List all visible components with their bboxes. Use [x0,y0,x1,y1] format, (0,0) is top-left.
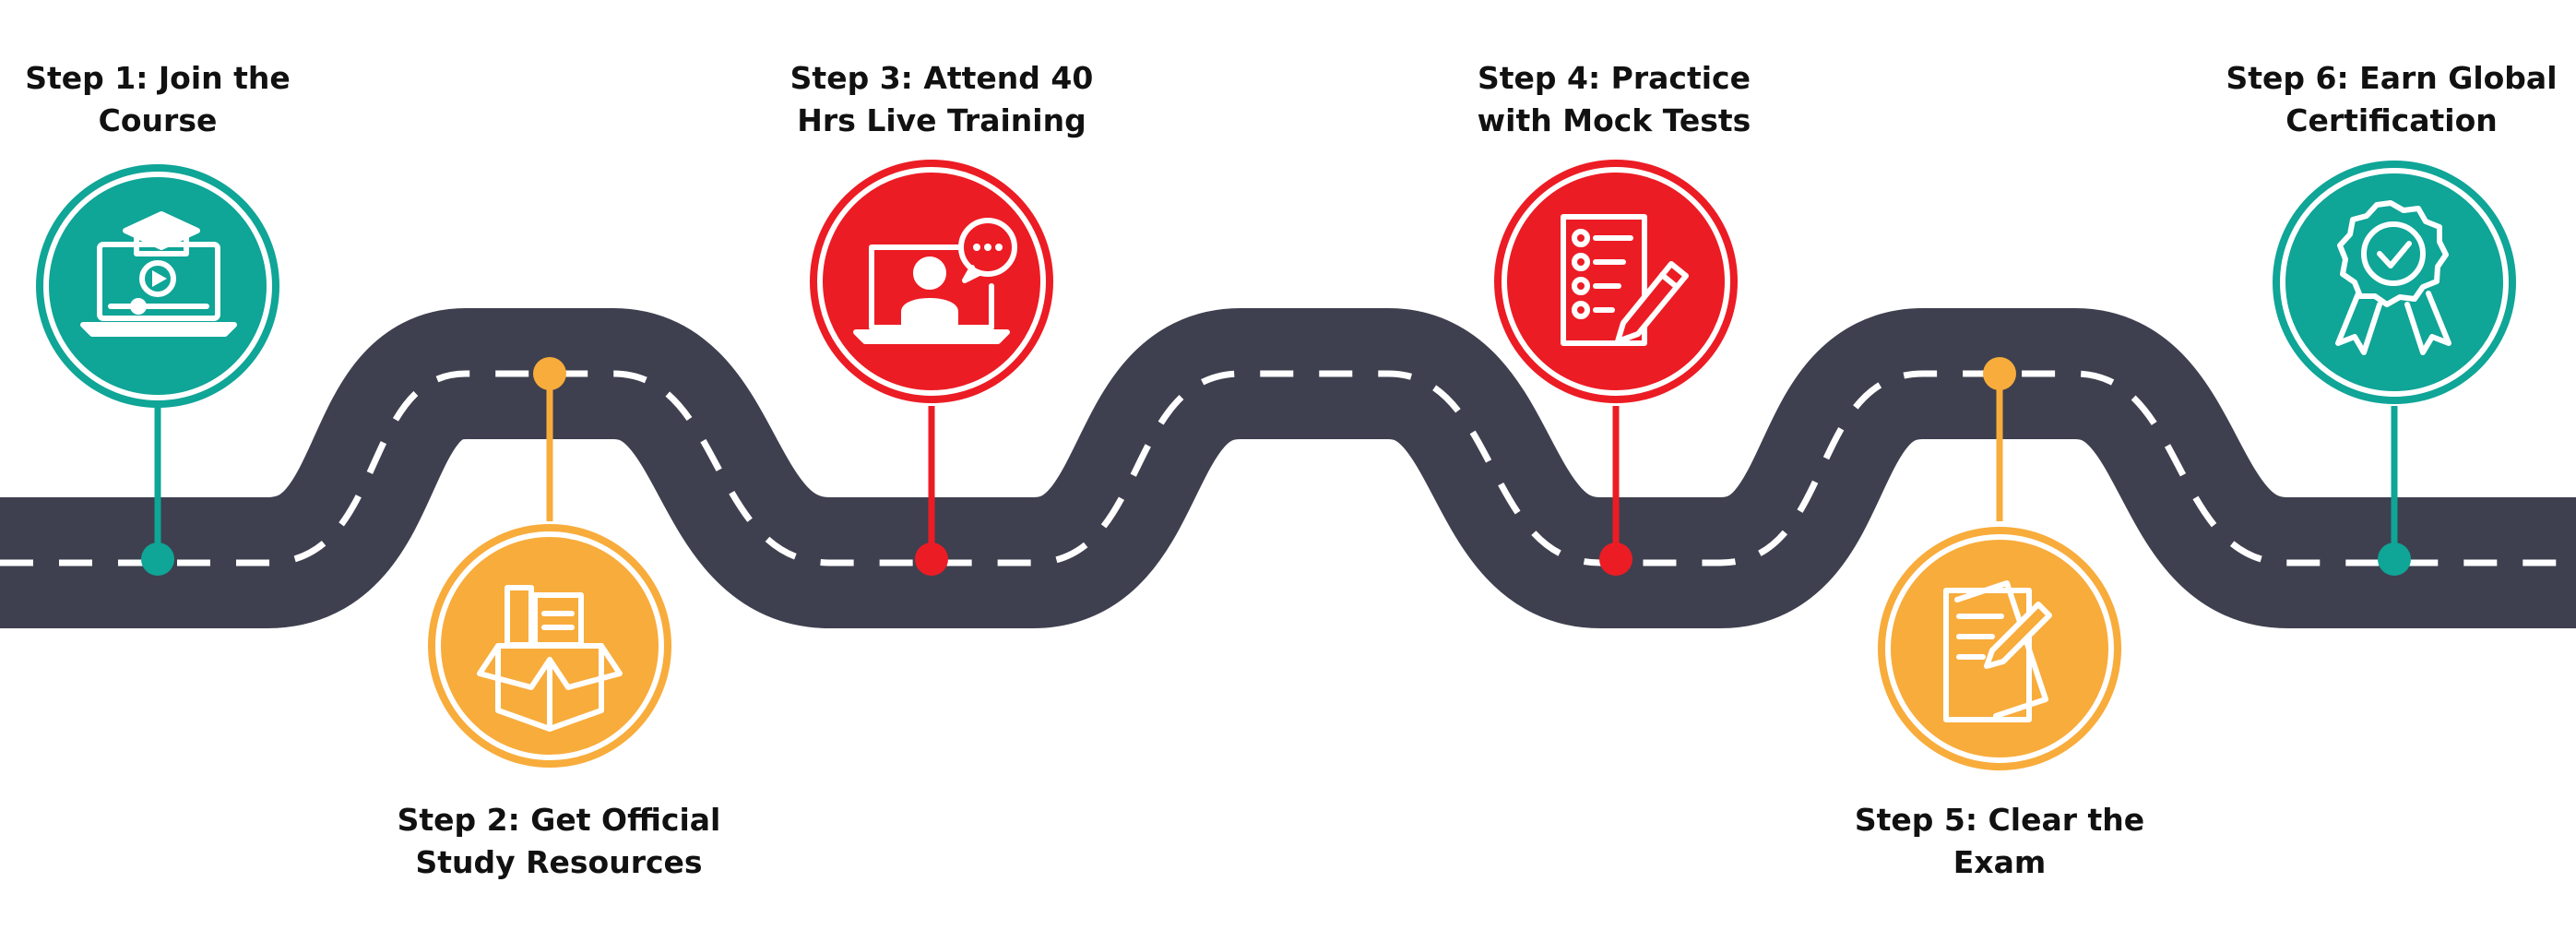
step-1-label: Step 1: Join the Course [0,57,370,142]
step-3-label: Step 3: Attend 40 Hrs Live Training [730,57,1154,142]
step-6-label: Step 6: Earn Global Certification [2179,57,2576,142]
step-6-road-dot [2378,542,2411,576]
step-6-title-line-1: Step 6: Earn Global [2226,60,2558,96]
step-4-title-line-2: with Mock Tests [1477,102,1751,138]
step-1-inner-ring [43,172,272,400]
step-3-inner-ring [817,167,1046,396]
step-2-title-line-1: Step 2: Get Official [397,802,721,838]
step-2-label: Step 2: Get Official Study Resources [347,799,771,884]
step-6-inner-ring [2280,168,2509,397]
step-1-title-line-1: Step 1: Join the [25,60,291,96]
step-5-title-line-1: Step 5: Clear the [1854,802,2145,838]
live-training-chat-icon [853,218,1017,344]
step-4-inner-ring [1502,167,1730,396]
step-5-title-line-2: Exam [1953,844,2047,880]
step-1-road-dot [141,542,174,576]
step-4-title-line-1: Step 4: Practice [1477,60,1751,96]
step-2-inner-ring [435,531,664,760]
step-3-road-dot [915,542,948,576]
step-6-title-line-2: Certification [2285,102,2498,138]
certification-award-icon [2335,200,2451,355]
step-4-road-dot [1599,542,1632,576]
step-3-marker [810,160,1053,576]
study-resources-box-icon [477,585,623,732]
road-center-dashes [0,370,2576,566]
mock-test-checklist-icon [1561,214,1689,346]
step-1-marker [36,164,279,576]
step-5-marker [1878,357,2121,770]
step-2-title-line-2: Study Resources [415,844,703,880]
step-1-title-line-2: Course [98,102,218,138]
online-course-laptop-icon [80,211,237,337]
winding-road [0,308,2576,628]
step-5-label: Step 5: Clear the Exam [1787,799,2212,884]
step-2-road-dot [533,357,566,390]
step-5-road-dot [1983,357,2016,390]
step-1-circle [36,164,279,408]
step-2-marker [428,357,671,768]
road-surface [0,308,2576,628]
step-4-label: Step 4: Practice with Mock Tests [1402,57,1826,142]
step-5-inner-ring [1885,534,2114,763]
step-3-title-line-2: Hrs Live Training [797,102,1086,138]
exam-paper-pencil-icon [1943,580,2052,722]
step-6-marker [2273,161,2516,576]
step-4-marker [1494,160,1738,576]
step-4-circle [1494,160,1738,403]
step-3-title-line-1: Step 3: Attend 40 [789,60,1094,96]
